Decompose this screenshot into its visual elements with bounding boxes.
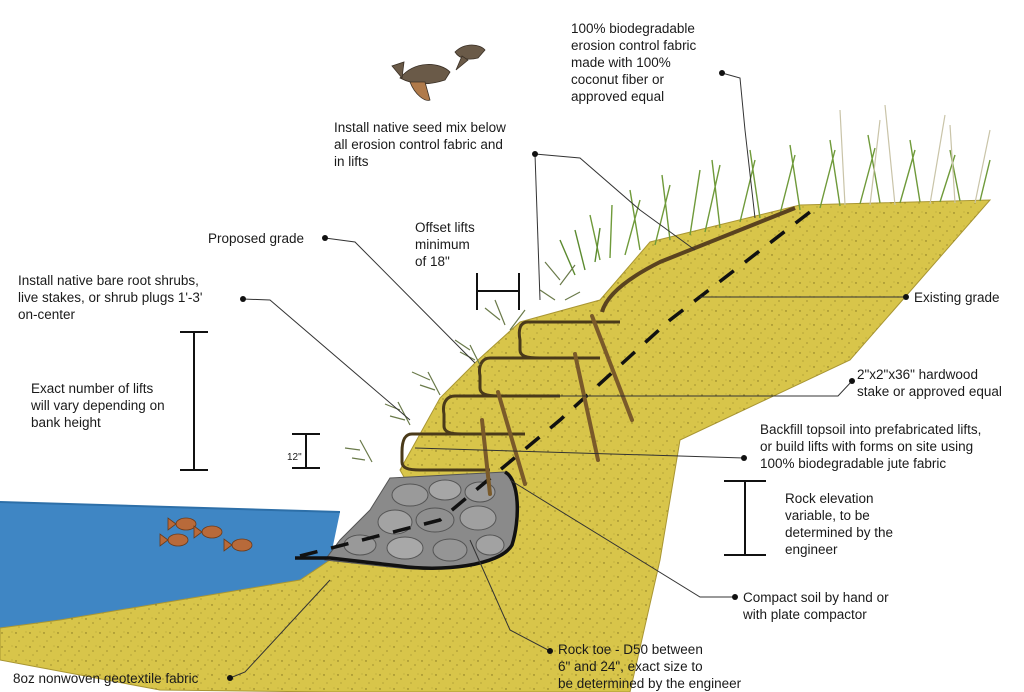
soil-texture [0, 200, 990, 692]
dimension-marks [180, 273, 766, 556]
hardwood-stakes [480, 314, 634, 496]
label-shrubs: Install native bare root shrubs, live st… [18, 273, 203, 322]
soil-lifts [400, 320, 620, 472]
label-rock-toe: Rock toe - D50 between 6" and 24", exact… [558, 642, 742, 691]
birds [391, 44, 486, 101]
label-geotextile: 8oz nonwoven geotextile fabric [13, 671, 199, 686]
leader-dots [227, 70, 909, 681]
water [0, 502, 340, 628]
label-proposed-grade: Proposed grade [208, 231, 305, 246]
water-surface [0, 501, 341, 513]
erosion-fabric-line [600, 206, 796, 313]
label-12-inch: 12" [287, 452, 302, 463]
label-seed-mix: Install native seed mix below all erosio… [334, 120, 506, 169]
label-hardwood-stake: 2"x2"x36" hardwood stake or approved equ… [857, 367, 1002, 399]
native-grass [559, 134, 991, 276]
label-backfill: Backfill topsoil into prefabricated lift… [760, 422, 982, 471]
label-rock-elevation: Rock elevation variable, to be determine… [785, 491, 894, 557]
dashed-line [299, 210, 812, 558]
label-existing-grade: Existing grade [914, 290, 1000, 305]
rock-toe [324, 471, 518, 570]
geotextile-line [295, 470, 520, 570]
label-offset-lifts: Offset lifts minimum of 18" [415, 220, 475, 269]
leader-lines [229, 72, 906, 679]
fish-group [159, 517, 253, 552]
label-fabric: 100% biodegradable erosion control fabri… [571, 21, 697, 104]
seed-heads [839, 104, 991, 206]
label-number-of-lifts: Exact number of lifts will vary dependin… [31, 381, 165, 430]
label-compact-soil: Compact soil by hand or with plate compa… [743, 590, 889, 622]
